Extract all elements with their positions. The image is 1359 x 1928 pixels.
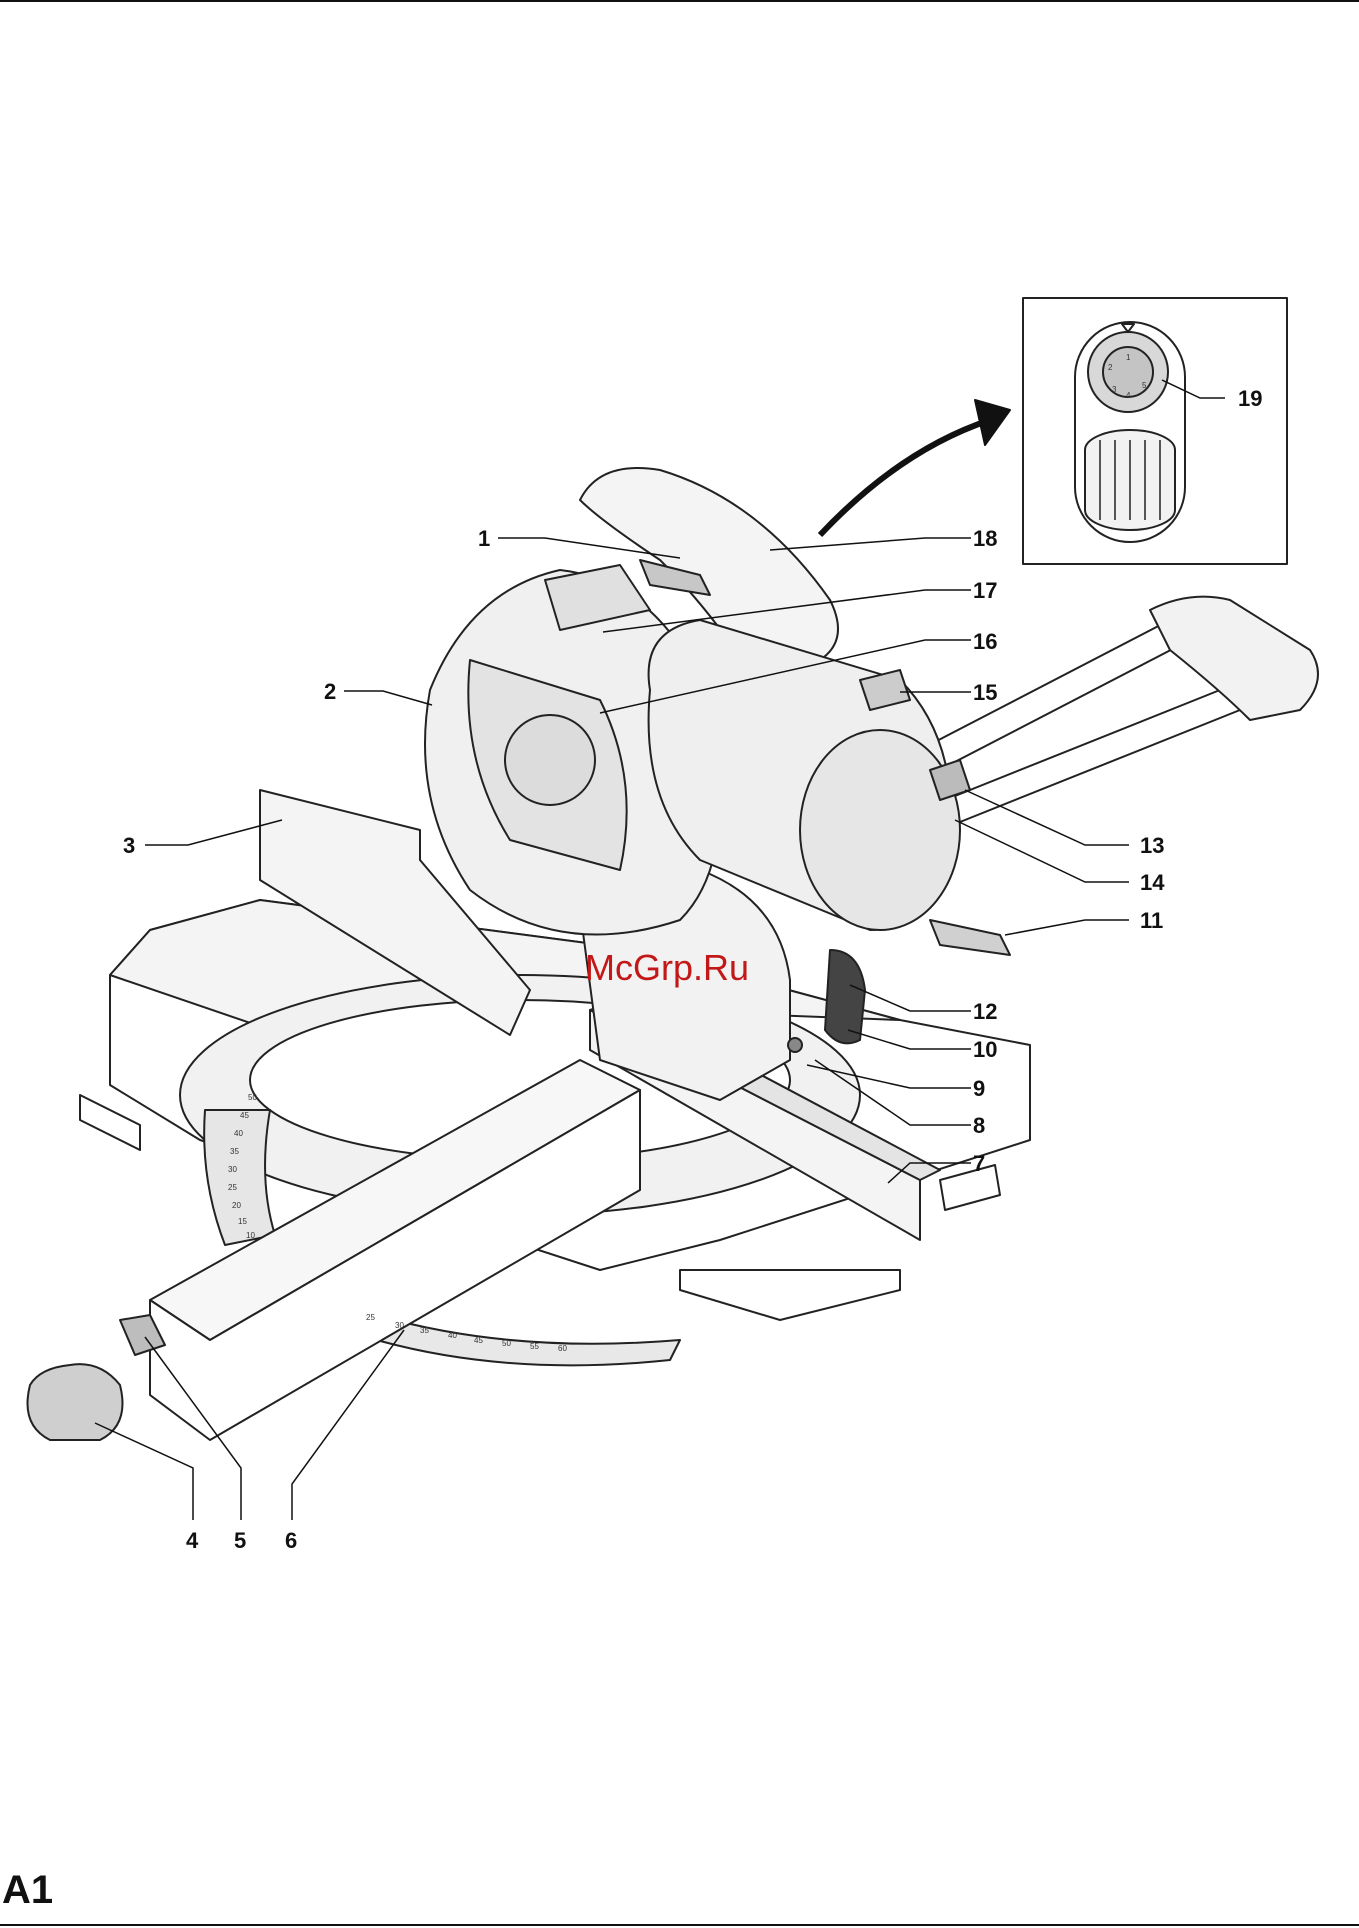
laser-switch-panel	[825, 950, 865, 1043]
callout-7: 7	[973, 1151, 985, 1176]
base-front-foot	[680, 1270, 900, 1320]
leader-line-18	[770, 538, 971, 550]
slide-rail-lower	[920, 690, 1240, 830]
watermark: McGrp.Ru	[585, 947, 749, 988]
bevel-scale-label: 20	[232, 1201, 241, 1210]
callout-9: 9	[973, 1076, 985, 1101]
miter-scale-label: 40	[448, 1331, 457, 1340]
bevel-scale-label: 30	[228, 1165, 237, 1174]
callout-4: 4	[186, 1528, 199, 1553]
bevel-scale-label: 25	[228, 1183, 237, 1192]
miter-scale-label: 35	[420, 1326, 429, 1335]
dial-number: 4	[1126, 391, 1131, 400]
callout-10: 10	[973, 1037, 997, 1062]
bevel-adjust-screw	[788, 1038, 802, 1052]
miter-scale-label: 25	[366, 1313, 375, 1322]
dial-number: 2	[1108, 363, 1113, 372]
miter-scale-label: 30	[395, 1321, 404, 1330]
curved-arrow-head	[975, 400, 1010, 445]
callout-15: 15	[973, 680, 997, 705]
leader-line-11	[1005, 920, 1129, 935]
blade-hub	[505, 715, 595, 805]
leader-line-12	[850, 985, 971, 1011]
base-foot-left	[80, 1095, 140, 1150]
bottom-rule	[0, 1924, 1359, 1926]
miter-scale-label: 50	[502, 1339, 511, 1348]
callout-5: 5	[234, 1528, 246, 1553]
miter-scale-label: 60	[558, 1344, 567, 1353]
callout-6: 6	[285, 1528, 297, 1553]
curved-arrow	[820, 420, 990, 535]
leader-line-2	[344, 691, 432, 705]
rail-end-block	[1150, 597, 1318, 720]
bevel-scale-label: 15	[238, 1217, 247, 1226]
bevel-scale-label: 35	[230, 1147, 239, 1156]
callout-11: 11	[1140, 908, 1163, 933]
callout-2: 2	[324, 679, 336, 704]
callout-14: 14	[1140, 870, 1165, 895]
leader-line-14	[955, 820, 1129, 882]
callout-17: 17	[973, 578, 997, 603]
watermark-text: McGrp.Ru	[585, 947, 749, 988]
callout-1: 1	[478, 526, 490, 551]
page-label: A1	[2, 1870, 53, 1910]
callout-8: 8	[973, 1113, 985, 1138]
bevel-scale-label: 10	[246, 1231, 255, 1240]
callout-18: 18	[973, 526, 997, 551]
dial-number: 5	[1142, 381, 1147, 390]
bevel-scale-label: 50	[248, 1093, 257, 1102]
dial-number: 3	[1112, 385, 1117, 394]
miter-scale-label: 45	[474, 1336, 483, 1345]
motor-end-cap	[800, 730, 960, 930]
callout-19: 19	[1238, 386, 1262, 411]
base-foot-right	[940, 1165, 1000, 1210]
bevel-lock-lever	[930, 920, 1010, 955]
callout-12: 12	[973, 999, 997, 1024]
leader-line-4	[95, 1423, 193, 1520]
callout-3: 3	[123, 833, 135, 858]
bevel-scale-label: 40	[234, 1129, 243, 1138]
callout-16: 16	[973, 629, 997, 654]
callout-13: 13	[1140, 833, 1164, 858]
bevel-scale-label: 45	[240, 1111, 249, 1120]
miter-scale-label: 55	[530, 1342, 539, 1351]
dial-number: 1	[1126, 353, 1131, 362]
